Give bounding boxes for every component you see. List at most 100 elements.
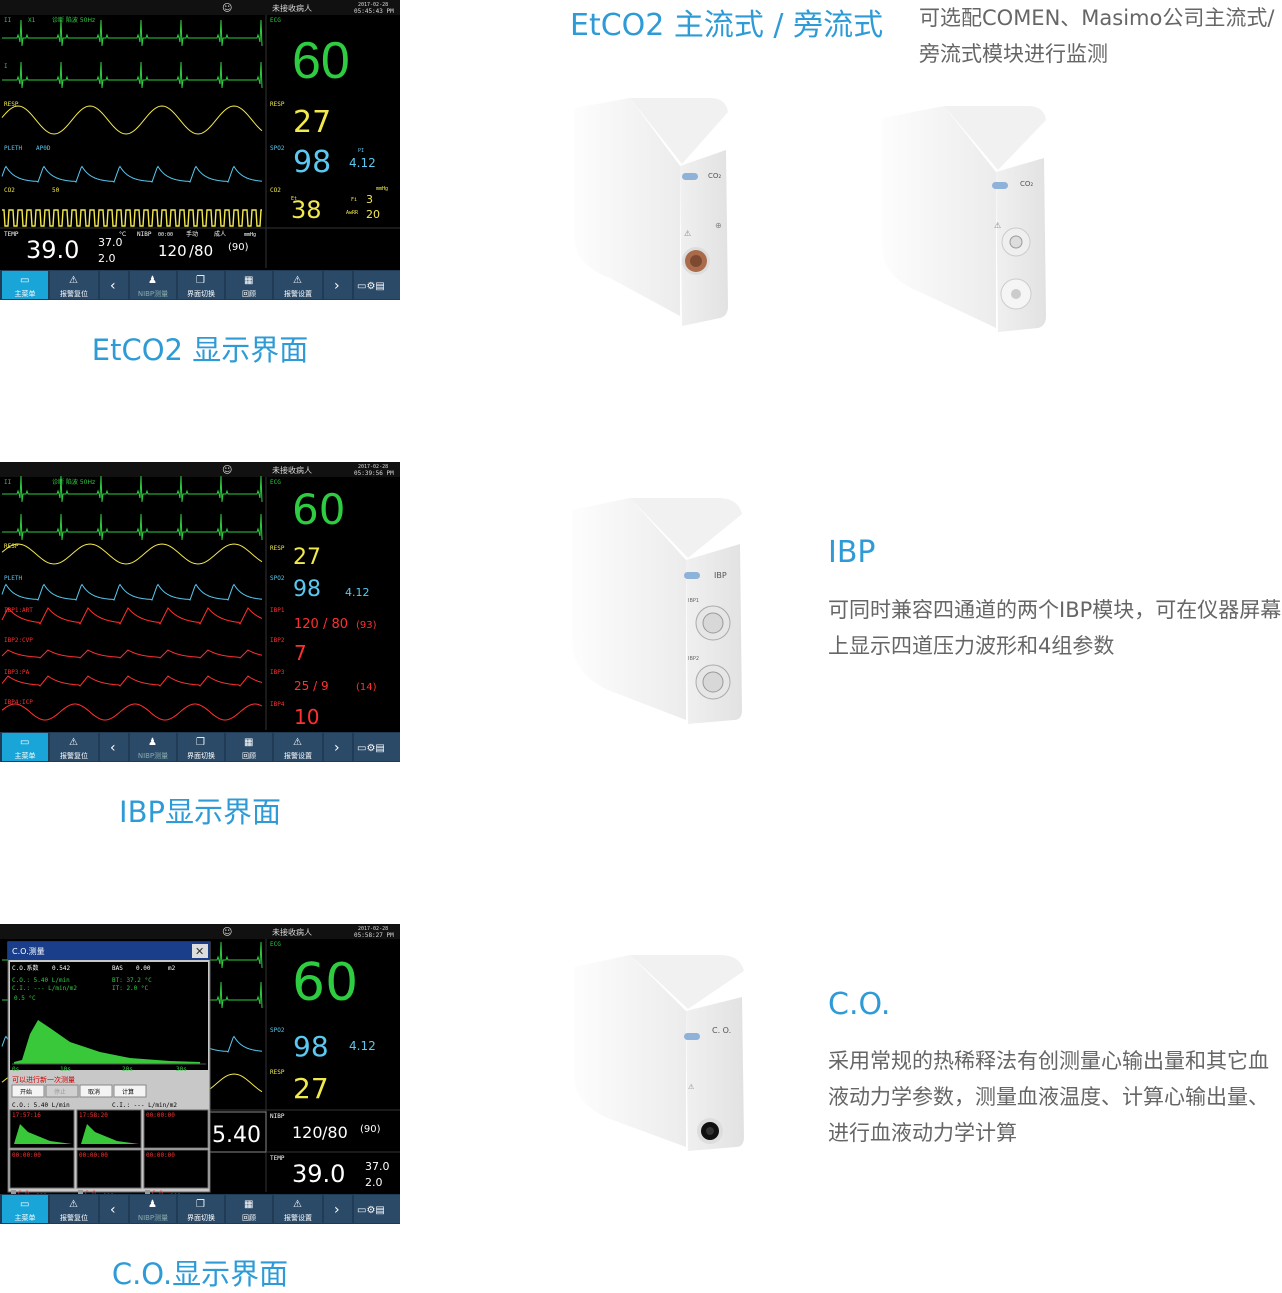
co-cell-checkbox[interactable] (145, 1190, 150, 1195)
led-indicator (992, 182, 1008, 189)
start-button[interactable] (11, 1084, 45, 1098)
menu-item-0[interactable] (2, 1195, 48, 1223)
co-cell[interactable]: 00:00:00 (76, 1149, 142, 1189)
menu-item-0[interactable] (2, 733, 48, 761)
ci-line: C.I.: --- L/min/m2 (12, 985, 77, 992)
menu-item-2[interactable] (130, 271, 176, 299)
alarm-reset-icon: ⚠ (69, 275, 78, 286)
ibp3-value: 25 / 9 (294, 679, 329, 693)
resp-param-label: RESP (270, 101, 285, 108)
prev-page-button[interactable] (100, 271, 128, 299)
ibp1-wave-label: IBP1:ART (4, 607, 33, 614)
review-icon: ▦ (244, 1199, 253, 1210)
ecg-filter: 诊断 陷波 50Hz (52, 16, 95, 24)
co-cell-time: 00:00:00 (146, 1152, 175, 1159)
ibp1-name: IBP1 (270, 607, 285, 614)
port-icon: ⊕ (715, 221, 722, 230)
menu-item-3[interactable] (178, 271, 224, 299)
next-page-button[interactable] (324, 733, 352, 761)
co-cell[interactable]: 00:00:00 (143, 1149, 209, 1189)
menu-label: 回顾 (242, 1214, 256, 1222)
time: 05:45:43 PM (354, 8, 394, 15)
menu-item-0[interactable] (2, 271, 48, 299)
menu-item-4[interactable] (226, 271, 272, 299)
dialog-title: C.O.测量 (12, 947, 45, 956)
screen-switch-icon: ❐ (196, 1199, 205, 1210)
cancel-button[interactable] (79, 1084, 113, 1098)
co-cell[interactable]: 17:57:16 (9, 1109, 75, 1149)
awrr-value: 20 (366, 208, 380, 221)
menu-label: 界面切换 (187, 751, 215, 760)
co-cell[interactable]: 00:00:00 (9, 1149, 75, 1189)
ibp3-wave-label: IBP3:PA (4, 669, 30, 676)
ecg-param-label: ECG (270, 17, 281, 24)
menu-item-5[interactable] (274, 1195, 322, 1223)
menu-label: NIBP测量 (138, 752, 168, 760)
led-indicator (682, 173, 698, 180)
co-measure-dialog: C.O.测量 ✕ C.O.系数 0.542 BAS 0.00 m2 C.O.: … (7, 941, 211, 1197)
warning-icon: ⚠ (688, 1083, 695, 1091)
co-cell-time: 00:00:00 (79, 1152, 108, 1159)
svg-text:停止: 停止 (54, 1088, 66, 1096)
nibp-icon: ♟ (148, 737, 157, 748)
menu-item-3[interactable] (178, 733, 224, 761)
co-cell[interactable]: 17:58:20 (76, 1109, 142, 1149)
resp-wave-label: RESP (4, 101, 19, 108)
menu-item-5[interactable] (274, 271, 322, 299)
chevron-left-icon: ‹ (110, 278, 116, 294)
screen-switch-icon: ❐ (196, 275, 205, 286)
co-coef-label: C.O.系数 (12, 964, 38, 972)
menu-item-1[interactable] (50, 1195, 98, 1223)
monitor-icon: ▭ (20, 1199, 29, 1210)
pi-value: 4.12 (349, 156, 376, 170)
pleth-mode: AP0D (36, 145, 51, 152)
menu-item-5[interactable] (274, 733, 322, 761)
date: 2017-02-28 (358, 464, 388, 470)
module-label: IBP (714, 571, 727, 580)
menu-item-2[interactable] (130, 733, 176, 761)
patient-name: 未接收病人 (272, 927, 312, 937)
menu-item-1[interactable] (50, 733, 98, 761)
chevron-left-icon: ‹ (110, 1202, 116, 1218)
ecg-wave-1 (2, 475, 263, 503)
dialog-close-button[interactable] (192, 944, 208, 958)
resp-wave (1, 543, 263, 565)
alarm-setup-icon: ⚠ (293, 275, 302, 286)
prev-page-button[interactable] (100, 1195, 128, 1223)
co-cell-curve (14, 1124, 72, 1144)
module-label: C. O. (712, 1026, 731, 1035)
next-page-button[interactable] (324, 1195, 352, 1223)
menu-bar: ▭主菜单⚠报警复位‹♟NIBP测量❐界面切换▦回顾⚠报警设置›▭⚙▤ (0, 732, 400, 762)
menu-item-4[interactable] (226, 1195, 272, 1223)
co-cell-time: 00:00:00 (12, 1152, 41, 1159)
menu-label: 主菜单 (15, 289, 36, 298)
bsa-value: 0.00 (136, 965, 151, 972)
ecg-wave-1 (2, 19, 263, 47)
monitor-screen-etco2: ☺ 未接收病人 2017-02-28 05:45:43 PM II X1 诊断 … (0, 0, 400, 300)
menu-item-4[interactable] (226, 733, 272, 761)
heading-etco2: EtCO2 主流式 / 旁流式 (570, 8, 884, 43)
prev-page-button[interactable] (100, 733, 128, 761)
ibp3-name: IBP3 (270, 669, 285, 676)
temp-t1-value: 39.0 (292, 1160, 345, 1188)
menu-item-2[interactable] (130, 1195, 176, 1223)
battery-network-icon: ▭⚙▤ (357, 1205, 385, 1216)
nibp-label: NIBP (270, 1113, 285, 1120)
calc-button[interactable] (113, 1084, 147, 1098)
co-cell[interactable]: 00:00:00 (143, 1109, 209, 1149)
stop-button[interactable] (45, 1084, 79, 1098)
warning-icon: ⚠ (994, 221, 1001, 230)
co-measurement-grid: 17:57:16C.O.:5.4017:58:20C.O.:5.4000:00:… (9, 1109, 209, 1197)
menu-item-1[interactable] (50, 271, 98, 299)
ibp3-map: (14) (356, 682, 377, 693)
sample-port (1009, 235, 1023, 249)
monitor-icon: ▭ (20, 275, 29, 286)
menu-item-3[interactable] (178, 1195, 224, 1223)
next-page-button[interactable] (324, 271, 352, 299)
nibp-sys: 120 (158, 242, 187, 260)
co-cell-checkbox[interactable] (11, 1190, 16, 1195)
chevron-right-icon: › (334, 278, 340, 294)
spo2-value: 98 (293, 577, 321, 602)
co-cell-checkbox[interactable] (78, 1190, 83, 1195)
menu-label: NIBP测量 (138, 290, 168, 298)
